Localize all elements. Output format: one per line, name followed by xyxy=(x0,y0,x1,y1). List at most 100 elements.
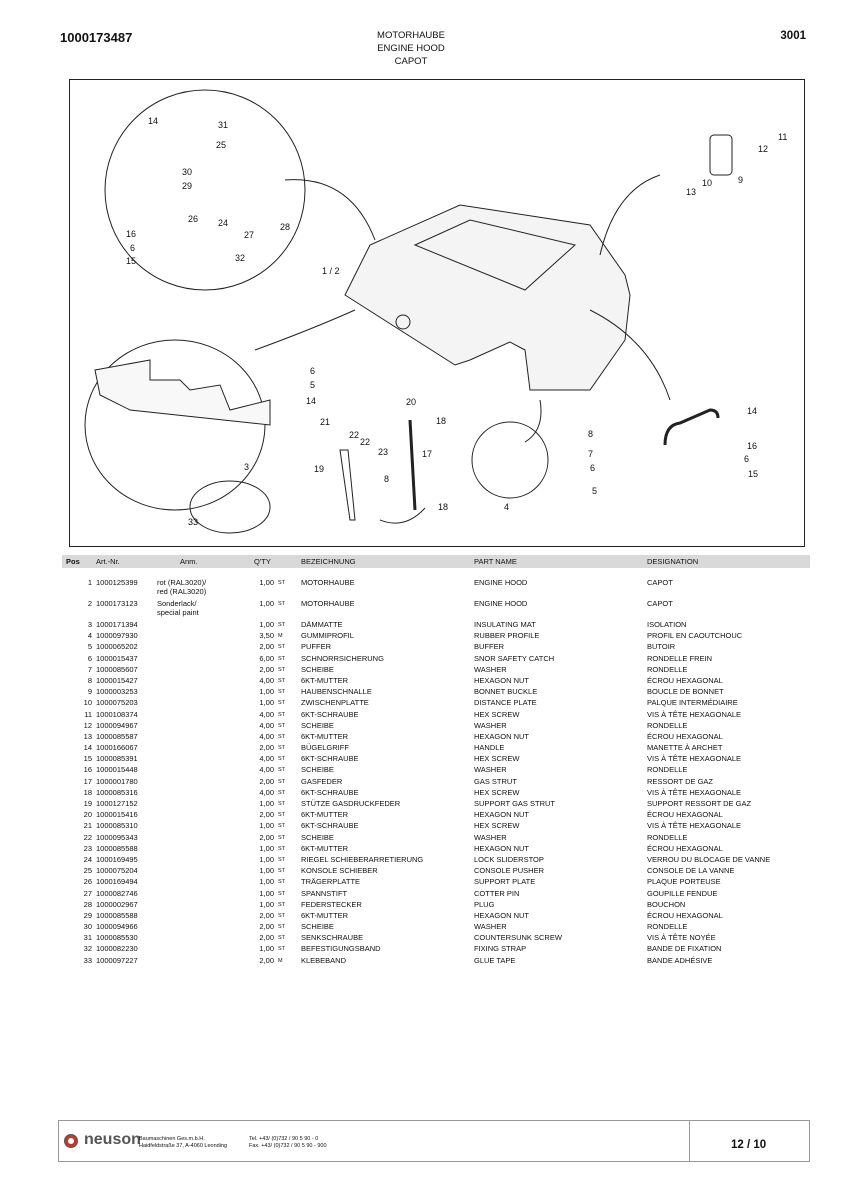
cell-qty: 2,00 xyxy=(259,664,274,674)
cell-qty: 3,50 xyxy=(259,631,274,641)
cell-art: 1000015416 xyxy=(96,810,138,820)
cell-unit: ST xyxy=(278,935,286,942)
callout-label: 28 xyxy=(280,222,290,232)
cell-art: 1000015427 xyxy=(96,675,138,685)
telephone: Tel. +43/ (0)732 / 90 5 90 - 0 xyxy=(249,1136,319,1142)
cell-des: RONDELLE xyxy=(647,922,688,932)
callout-label: 22 xyxy=(360,437,370,447)
cell-qty: 1,00 xyxy=(259,578,274,587)
cell-art: 1000085607 xyxy=(96,664,138,674)
cell-part: GLUE TAPE xyxy=(474,955,516,965)
cell-qty: 6,00 xyxy=(259,653,274,663)
cell-unit: ST xyxy=(278,789,286,796)
arrow-strut xyxy=(379,507,426,524)
cell-unit: ST xyxy=(278,655,286,662)
cell-pos: 29 xyxy=(83,910,92,920)
hood-panel xyxy=(413,219,577,291)
cell-pos: 23 xyxy=(83,843,92,853)
callout-label: 26 xyxy=(188,214,198,224)
cell-part: SUPPORT GAS STRUT xyxy=(474,799,555,808)
cell-qty: 2,00 xyxy=(259,832,274,842)
cell-bez: SPANNSTIFT xyxy=(301,888,348,898)
callout-label: 18 xyxy=(436,416,446,426)
cell-part: SNOR SAFETY CATCH xyxy=(474,653,555,663)
cell-des: VIS À TÊTE HEXAGONALE xyxy=(647,709,742,719)
cell-pos: 17 xyxy=(83,776,92,786)
cell-des: MANETTE À ARCHET xyxy=(647,743,723,753)
callout-label: 15 xyxy=(126,256,136,266)
cell-part: HEXAGON NUT xyxy=(474,675,530,685)
cell-bez: KLEBEBAND xyxy=(301,955,347,965)
cell-unit: ST xyxy=(278,666,286,673)
col-art: Art.-Nr. xyxy=(96,557,120,566)
cell-art: 1000015448 xyxy=(96,765,138,775)
callout-label: 5 xyxy=(310,380,315,390)
callout-label: 19 xyxy=(314,464,324,474)
cell-qty: 2,00 xyxy=(259,933,274,943)
group-number: 3001 xyxy=(780,30,806,42)
cell-part: HEXAGON NUT xyxy=(474,731,530,741)
cell-unit: ST xyxy=(278,601,286,607)
cell-pos: 8 xyxy=(87,675,92,685)
cell-part: ENGINE HOOD xyxy=(474,599,528,608)
cell-unit: ST xyxy=(278,580,286,586)
cell-anm-line2: red (RAL3020) xyxy=(157,587,207,596)
cell-part: RUBBER PROFILE xyxy=(474,631,540,641)
callout-label: 7 xyxy=(588,449,593,459)
cell-qty: 4,00 xyxy=(259,675,274,685)
cell-bez: SCHEIBE xyxy=(301,922,334,932)
cell-unit: ST xyxy=(278,901,286,908)
cell-qty: 4,00 xyxy=(259,720,274,730)
cell-des: BUTOIR xyxy=(647,642,676,652)
footer-divider xyxy=(689,1121,690,1161)
col-qty: Q'TY xyxy=(254,557,271,566)
cell-pos: 10 xyxy=(83,698,92,708)
cell-bez: 6KT-SCHRAUBE xyxy=(301,754,359,764)
cell-qty: 2,00 xyxy=(259,922,274,932)
cell-bez: BEFESTIGUNGSBAND xyxy=(301,944,381,954)
cell-art: 1000085310 xyxy=(96,821,138,831)
neuson-logo-icon xyxy=(64,1134,78,1148)
cell-art: 1000171394 xyxy=(96,620,138,629)
cell-bez: 6KT-MUTTER xyxy=(301,675,349,685)
cell-art: 1000085391 xyxy=(96,754,138,764)
cell-des: PROFIL EN CAOUTCHOUC xyxy=(647,631,743,641)
cell-part: COTTER PIN xyxy=(474,888,520,898)
cell-art: 1000075203 xyxy=(96,698,138,708)
callout-label: 14 xyxy=(747,406,757,416)
arrow-latch xyxy=(284,179,376,241)
cell-des: BANDE ADHÉSIVE xyxy=(647,955,713,965)
cell-unit: ST xyxy=(278,868,286,875)
cell-des: CONSOLE DE LA VANNE xyxy=(647,866,735,876)
cell-des: SUPPORT RESSORT DE GAZ xyxy=(647,799,752,808)
cell-pos: 3 xyxy=(87,620,92,629)
cell-pos: 7 xyxy=(87,664,92,674)
cell-bez: 6KT-SCHRAUBE xyxy=(301,821,359,831)
cell-qty: 2,00 xyxy=(259,642,274,652)
cell-des: RONDELLE xyxy=(647,720,688,730)
callout-label: 14 xyxy=(148,116,158,126)
cell-part: WASHER xyxy=(474,832,507,842)
col-des: DESIGNATION xyxy=(647,557,699,566)
cell-des: VERROU DU BLOCAGE DE VANNE xyxy=(647,854,771,864)
cell-part: FIXING STRAP xyxy=(474,944,527,954)
cell-qty: 1,00 xyxy=(259,599,274,608)
cell-art: 1000085588 xyxy=(96,910,138,920)
